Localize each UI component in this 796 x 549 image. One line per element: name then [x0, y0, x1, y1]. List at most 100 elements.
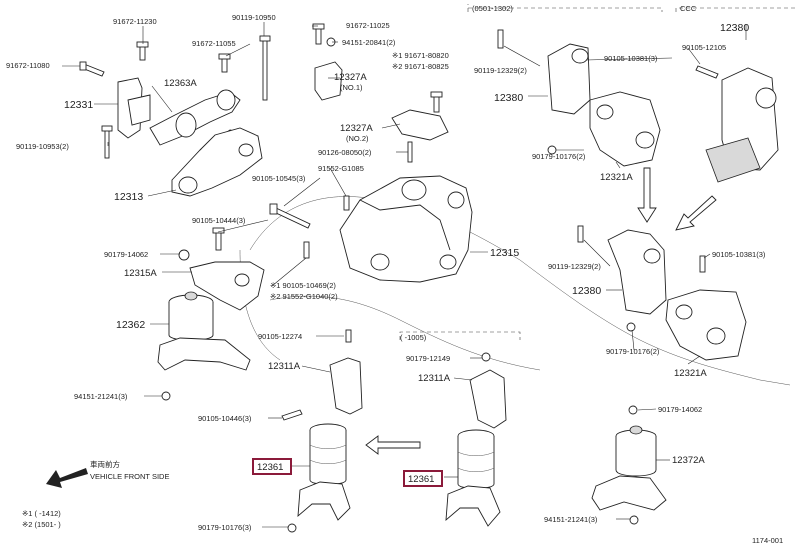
bracket-12311A-right: [469, 369, 507, 429]
rod-12363A: [149, 89, 241, 146]
bolt-90105-10469: [303, 241, 310, 259]
bolt-90179-14062-right: [628, 405, 638, 415]
label-12331: 12331: [64, 99, 93, 111]
label-90105-10446: 90105-10446(3): [198, 414, 252, 423]
label-12362: 12362: [116, 319, 145, 331]
bracket-12327A-no1: [314, 61, 343, 101]
label-90179-10176-bottom: 90179-10176(3): [198, 523, 252, 532]
bolt-91672-11055: [218, 53, 231, 73]
label-90119-12329-mid: 90119-12329(2): [548, 262, 601, 271]
bolt-90179-10176-bottom: [287, 523, 297, 533]
label-90119-10950: 90119-10950: [232, 13, 276, 22]
bolt-90105-12105: [695, 65, 719, 79]
label-90105-10381-top: 90105-10381(3): [604, 54, 658, 63]
label-90105-12105: 90105-12105: [682, 43, 726, 52]
note-1: ※1 ( -1412): [22, 509, 61, 518]
label-90179-14062-right: 90179-14062: [658, 405, 702, 414]
label-91672-11230: 91672-11230: [113, 17, 157, 26]
bolt-90179-14062-left: [178, 249, 190, 261]
label-12311A-right: 12311A: [418, 373, 451, 384]
label-90105-10444: 90105-10444(3): [192, 216, 246, 225]
range-top-mid: (0501-1302): [472, 4, 513, 13]
footer-code: 1174-001: [752, 536, 783, 545]
bolt-91552-G1085: [343, 195, 350, 211]
bracket-12313: [171, 127, 263, 197]
label-12363A: 12363A: [164, 78, 197, 89]
bolt-90105-12274: [345, 329, 352, 343]
range-bracket-mid: [467, 4, 663, 12]
leader-lines: [62, 22, 747, 528]
label-12327A-no2: 12327A: [340, 123, 373, 134]
bracket-12315A: [189, 261, 265, 311]
range-bracket-center: [399, 331, 521, 340]
vehicle-front-arrow: [46, 468, 88, 488]
label-12372A: 12372A: [672, 455, 705, 466]
mount-12380-right: [705, 67, 779, 183]
label-94151-20841: 94151-20841(2): [342, 38, 396, 47]
label-90119-12329-top: 90119-12329(2): [474, 66, 527, 75]
bolt-90105-10381-mid: [699, 255, 706, 273]
mount-12372A: [591, 425, 667, 511]
label-12315A: 12315A: [124, 268, 157, 279]
label-91552-G1085: 91552-G1085: [318, 164, 364, 173]
bolt-90105-10444: [212, 227, 225, 251]
mount-12361-right: [445, 429, 501, 527]
label-91672-11055: 91672-11055: [192, 39, 236, 48]
label-90179-10176-top: 90179-10176(2): [532, 152, 586, 161]
bolt-91672-11230: [136, 41, 149, 61]
bolt-90105-10446: [281, 409, 303, 421]
label-91672-11025: 91672-11025: [346, 21, 390, 30]
bolt-90179-10176-mid: [626, 322, 636, 332]
bracket-12315: [339, 175, 473, 283]
bracket-12327A-no2: [391, 109, 449, 141]
label-12327A-no1: 12327A: [334, 72, 367, 83]
mount-12362: [157, 291, 251, 371]
label-90105-12274: 90105-12274: [258, 332, 302, 341]
bolt-90105-10545: [269, 203, 311, 229]
nut-94151-21241-left: [161, 391, 171, 401]
label-94151-21241-left: 94151-21241(3): [74, 392, 128, 401]
engine-outline-2: [269, 295, 541, 371]
bracket-12311A-left: [329, 357, 363, 415]
label-12321A-mid: 12321A: [674, 368, 707, 379]
nut-94151-21241-right: [629, 515, 639, 525]
label-91672-11080: 91672-11080: [6, 61, 50, 70]
bracket-12331: [117, 77, 151, 139]
range-bracket-right: [675, 7, 796, 12]
label-12315: 12315: [490, 247, 519, 259]
label-90119-10953: 90119-10953(2): [16, 142, 69, 151]
label-12327A-no2-sub: (NO.2): [346, 134, 369, 143]
highlight-box-12361-right: [403, 470, 443, 487]
label-91671-80820: ※1 91671-80820: [392, 51, 449, 60]
mount-12380-mid: [607, 229, 667, 315]
label-94151-21241-right: 94151-21241(3): [544, 515, 598, 524]
label-90105-10545: 90105-10545(3): [252, 174, 306, 183]
bolt-90179-12149: [481, 352, 491, 362]
bolt-91672-11025: [312, 23, 325, 45]
label-12361-left[interactable]: 12361: [257, 462, 283, 473]
bolt-90126-08050: [407, 141, 413, 163]
label-12321A-top: 12321A: [600, 172, 633, 183]
bolt-91671-80820: [430, 91, 443, 113]
bolt-90119-12329-top: [497, 29, 504, 49]
label-12380-right: 12380: [720, 22, 749, 34]
bolt-90119-12329-mid: [577, 225, 584, 243]
label-90179-10176-mid: 90179-10176(2): [606, 347, 660, 356]
range-center: ( -1005): [400, 333, 427, 342]
label-12313: 12313: [114, 191, 143, 203]
vehicle-front-en: VEHICLE FRONT SIDE: [90, 472, 169, 481]
label-12361-right[interactable]: 12361: [408, 474, 434, 485]
mount-12361-left: [297, 423, 351, 521]
engine-outline: [249, 196, 791, 386]
note-2: ※2 (1501- ): [22, 520, 61, 529]
bolt-91672-11080: [79, 61, 105, 77]
range-top-right: CCC: [680, 4, 697, 13]
arrow-left-center: [365, 435, 421, 455]
label-12327A-no1-sub: (NO.1): [340, 83, 363, 92]
label-90126-08050: 90126-08050(2): [318, 148, 372, 157]
bracket-12321A-mid: [665, 289, 747, 361]
arrow-down-2: [675, 195, 717, 231]
label-90179-14062-left: 90179-14062: [104, 250, 148, 259]
bolt-90119-10953: [101, 125, 113, 159]
